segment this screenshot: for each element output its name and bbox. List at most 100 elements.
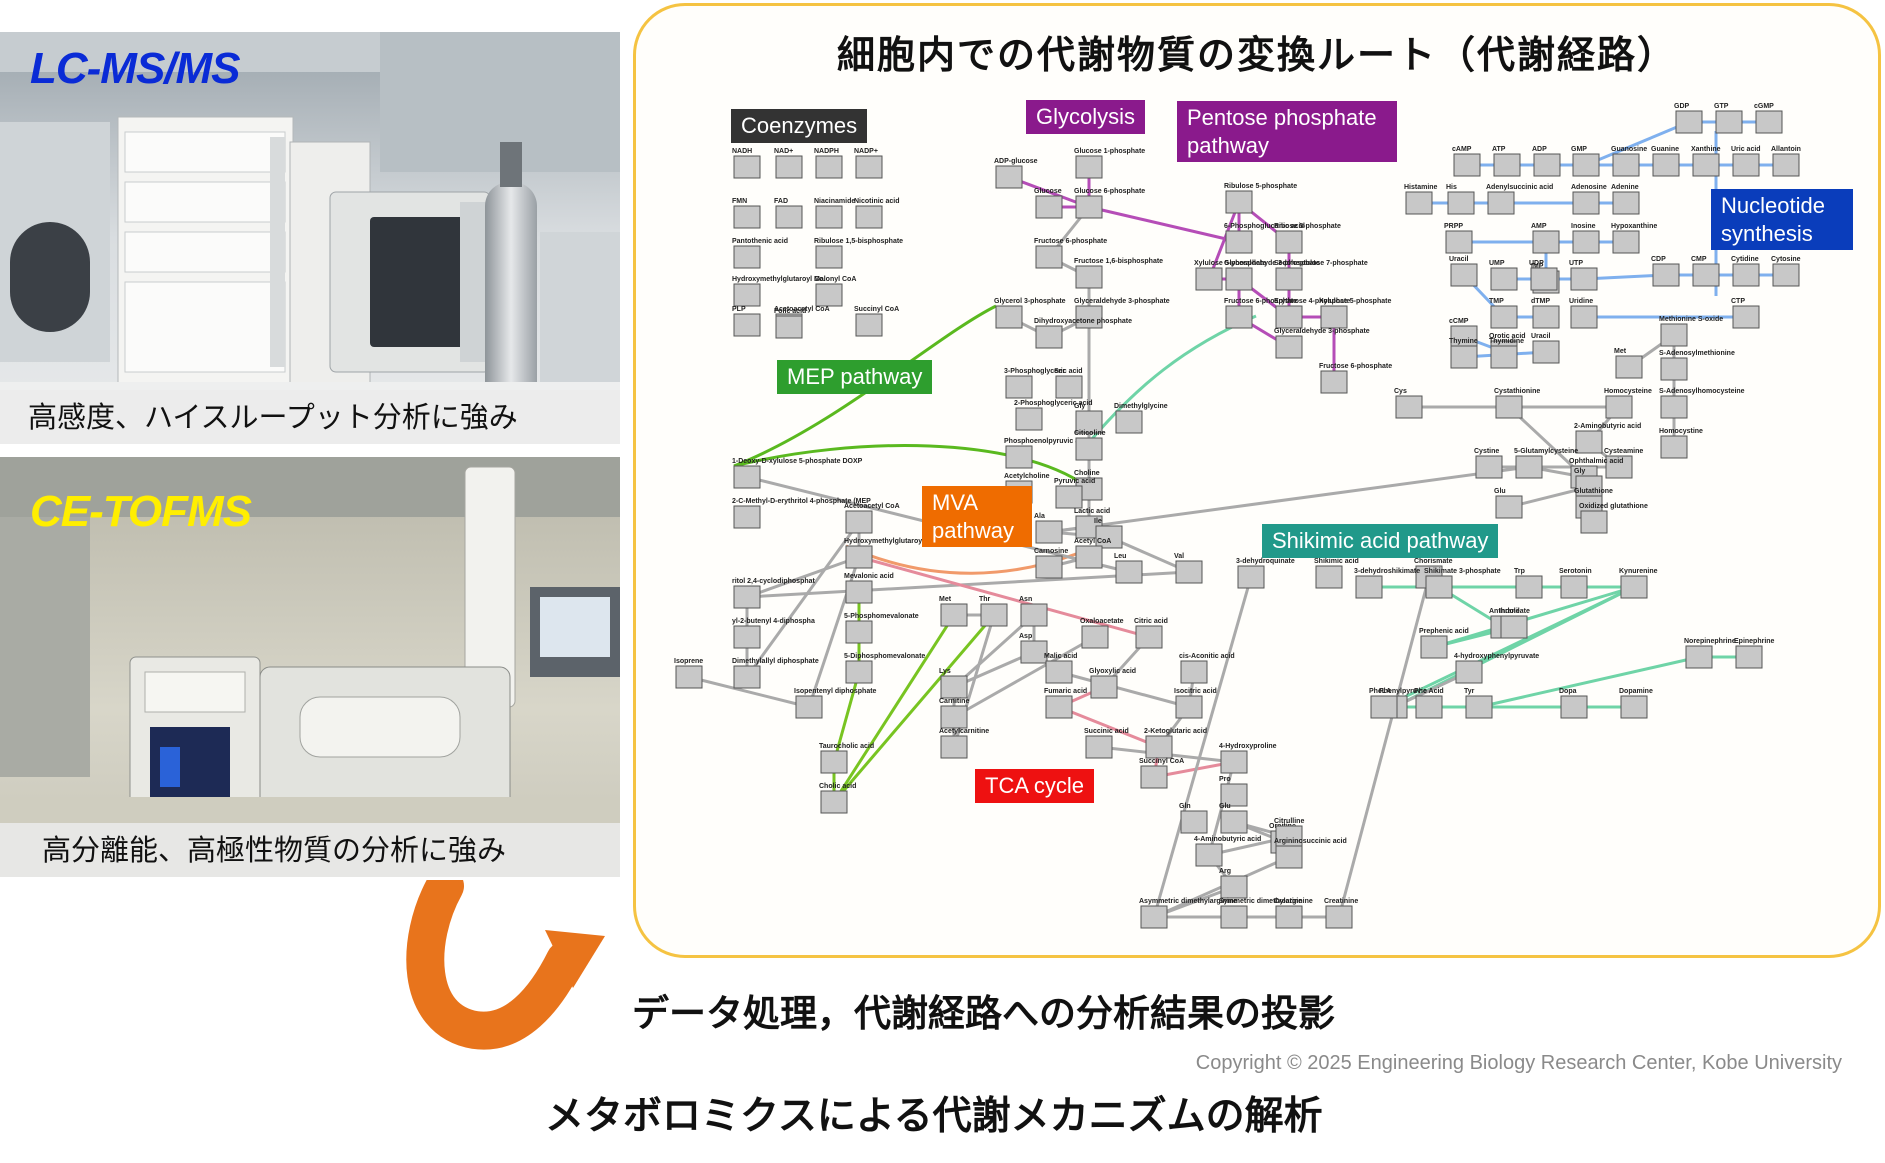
pathway-edge: [688, 675, 810, 709]
metabolite-name: Citicoline: [1074, 430, 1106, 437]
metabolite-node: Gly: [1574, 468, 1603, 499]
metabolite-name: NADPH: [814, 148, 839, 155]
metabolite-name: Histamine: [1404, 184, 1438, 191]
metabolite-node: Nicotinic acid: [854, 198, 900, 229]
metabolite-node: CMP: [1691, 256, 1720, 287]
metabolite-name: Thr: [979, 596, 991, 603]
pathway-edge: [1152, 576, 1253, 918]
metabolite-name: Uracil: [1449, 256, 1469, 263]
metabolite-name: Adenine: [1611, 184, 1639, 191]
metabolite-name: Val: [1174, 553, 1184, 560]
metabolite-name: Anthranilate: [1489, 608, 1530, 615]
pathway-edge: [832, 614, 996, 803]
metabolite-node: cGMP: [1754, 103, 1783, 134]
metabolite-node: Uridine: [1569, 298, 1598, 329]
metabolite-name: S-Adenosylhomocysteine: [1659, 388, 1745, 395]
metabolite-name: Asp: [1019, 633, 1032, 640]
metabolite-name: yl-2-butenyl 4-diphospha: [732, 618, 815, 625]
metabolite-node: 2-Phosphoglyceric acid: [1014, 400, 1093, 431]
label-pentose-phosphate: Pentose phosphate pathway: [1177, 101, 1397, 162]
metabolite-node: Ser: [1054, 368, 1083, 399]
metabolite-name: ritol 2,4-cyclodiphosphat: [732, 578, 816, 585]
metabolite-name: Creatine: [1274, 898, 1302, 905]
metabolite-name: Hydroxymethylglutaroyl Co.: [732, 276, 825, 283]
metabolite-node: cis-Aconitic acid: [1179, 653, 1235, 684]
metabolite-node: 3-dehydroshikimate: [1354, 568, 1420, 599]
metabolite-node: Isopentenyl diphosphate: [794, 688, 877, 719]
pathway-edge: [1585, 120, 1690, 167]
metabolite-node: Norepinephrine: [1684, 638, 1736, 669]
metabolite-name: Creatinine: [1324, 898, 1358, 905]
metabolite-node: Xanthine: [1691, 146, 1721, 177]
metabolite-node: Shikimic acid: [1314, 558, 1359, 589]
metabolite-node: 5-Phosphomevalonate: [844, 613, 919, 644]
metabolite-name: Glutathione: [1574, 488, 1613, 495]
metabolite-name: 3-Phosphoglyceric acid: [1004, 368, 1083, 375]
lcms-caption: 高感度、ハイスループット分析に強み: [0, 390, 620, 444]
metabolite-name: Lys: [939, 668, 951, 675]
metabolite-node: Guanosine: [1611, 146, 1647, 177]
metabolite-name: Fructose 6-phosphate: [1034, 238, 1107, 245]
metabolite-node: Dimethylglycine: [1114, 403, 1168, 434]
metabolite-node: NADP+: [854, 148, 883, 179]
metabolite-node: Hydroxymethylglutaroyl Co.: [844, 538, 937, 569]
metabolite-name: ATP: [1492, 146, 1506, 153]
pathway-edge: [746, 555, 860, 599]
metabolite-node: Malonyl CoA: [814, 276, 856, 307]
metabolite-node: Fructose 6-phosphate: [1224, 298, 1297, 329]
pathway-edge: [832, 614, 956, 803]
cetofms-photo: CE-TOFMS 高分離能、高極性物質の分析に強み: [0, 457, 620, 877]
metabolite-node: Inosine: [1571, 223, 1600, 254]
metabolite-name: Thymidine: [1489, 338, 1524, 345]
metabolite-node: Xylulose 5-phosphate: [1194, 260, 1266, 291]
metabolite-name: Tyr: [1464, 688, 1475, 695]
metabolite-node: Ile: [1094, 518, 1123, 549]
metabolite-name: NAD+: [774, 148, 793, 155]
metabolite-name: Uric acid: [1731, 146, 1761, 153]
metabolite-node: Glyceraldehyde 3-phosphate: [1224, 260, 1320, 291]
metabolite-name: Acetyl CoA: [1074, 538, 1111, 545]
metabolite-node: Carnitine: [939, 698, 969, 729]
metabolite-name: Xylulose 5-phosphate: [1319, 298, 1391, 305]
metabolite-name: Shikimate 3-phosphate: [1424, 568, 1501, 575]
metabolite-name: 4-hydroxyphenylpyruvate: [1454, 653, 1539, 660]
metabolite-name: Glucose: [1034, 188, 1062, 195]
metabolite-node: Cystine: [1474, 448, 1503, 479]
metabolite-name: Indole: [1499, 608, 1520, 615]
pathway-edge: [1058, 670, 1190, 709]
metabolite-node: ADP-glucose: [994, 158, 1038, 189]
cetofms-caption: 高分離能、高極性物質の分析に強み: [0, 823, 620, 877]
metabolite-name: Citric acid: [1134, 618, 1168, 625]
metabolite-node: Glu: [1494, 488, 1523, 519]
metabolite-name: Symmetric dimethylarginine: [1219, 898, 1313, 905]
metabolite-name: PLP: [732, 306, 746, 313]
metabolite-node: TMP: [1489, 298, 1518, 329]
curved-arrow-icon: [406, 880, 605, 1050]
metabolite-node: 2-C-Methyl-D-erythritol 4-phosphate (MEP: [732, 498, 871, 529]
metabolite-name: Glyceraldehyde 3-phosphate: [1074, 298, 1170, 305]
metabolite-name: Acetoacetyl CoA: [844, 503, 900, 510]
metabolite-node: 3-Phosphoglyceric acid: [1004, 368, 1083, 399]
metabolite-name: Cytosine: [1771, 256, 1801, 263]
metabolite-name: Glu: [1494, 488, 1506, 495]
metabolite-name: Isocitric acid: [1174, 688, 1217, 695]
metabolite-name: Gln: [1179, 803, 1191, 810]
metabolite-name: Phosphoenolpyruvic acid: [1004, 438, 1089, 445]
metabolite-node: UDP: [1529, 260, 1558, 291]
metabolite-node: Phe: [1414, 688, 1443, 719]
metabolite-name: Allantoin: [1771, 146, 1801, 153]
metabolite-name: cis-Aconitic acid: [1179, 653, 1235, 660]
metabolite-name: NADP+: [854, 148, 878, 155]
metabolite-node: Tyr: [1464, 688, 1493, 719]
metabolite-node: Ribulose 1,5-bisphosphate: [814, 238, 903, 269]
metabolite-name: Guanine: [1651, 146, 1679, 153]
metabolite-name: Asymmetric dimethylarginine: [1139, 898, 1237, 905]
metabolite-name: Adenylsuccinic acid: [1486, 184, 1553, 191]
metabolite-name: 3-dehydroshikimate: [1354, 568, 1420, 575]
metabolite-name: Dimethylglycine: [1114, 403, 1168, 410]
metabolite-name: FMN: [732, 198, 747, 205]
metabolite-node: NADPH: [814, 148, 843, 179]
metabolite-node: Argininosuccinic acid: [1274, 838, 1347, 869]
metabolite-node: Indole: [1499, 608, 1528, 639]
metabolite-node: Succinyl CoA: [854, 306, 899, 337]
